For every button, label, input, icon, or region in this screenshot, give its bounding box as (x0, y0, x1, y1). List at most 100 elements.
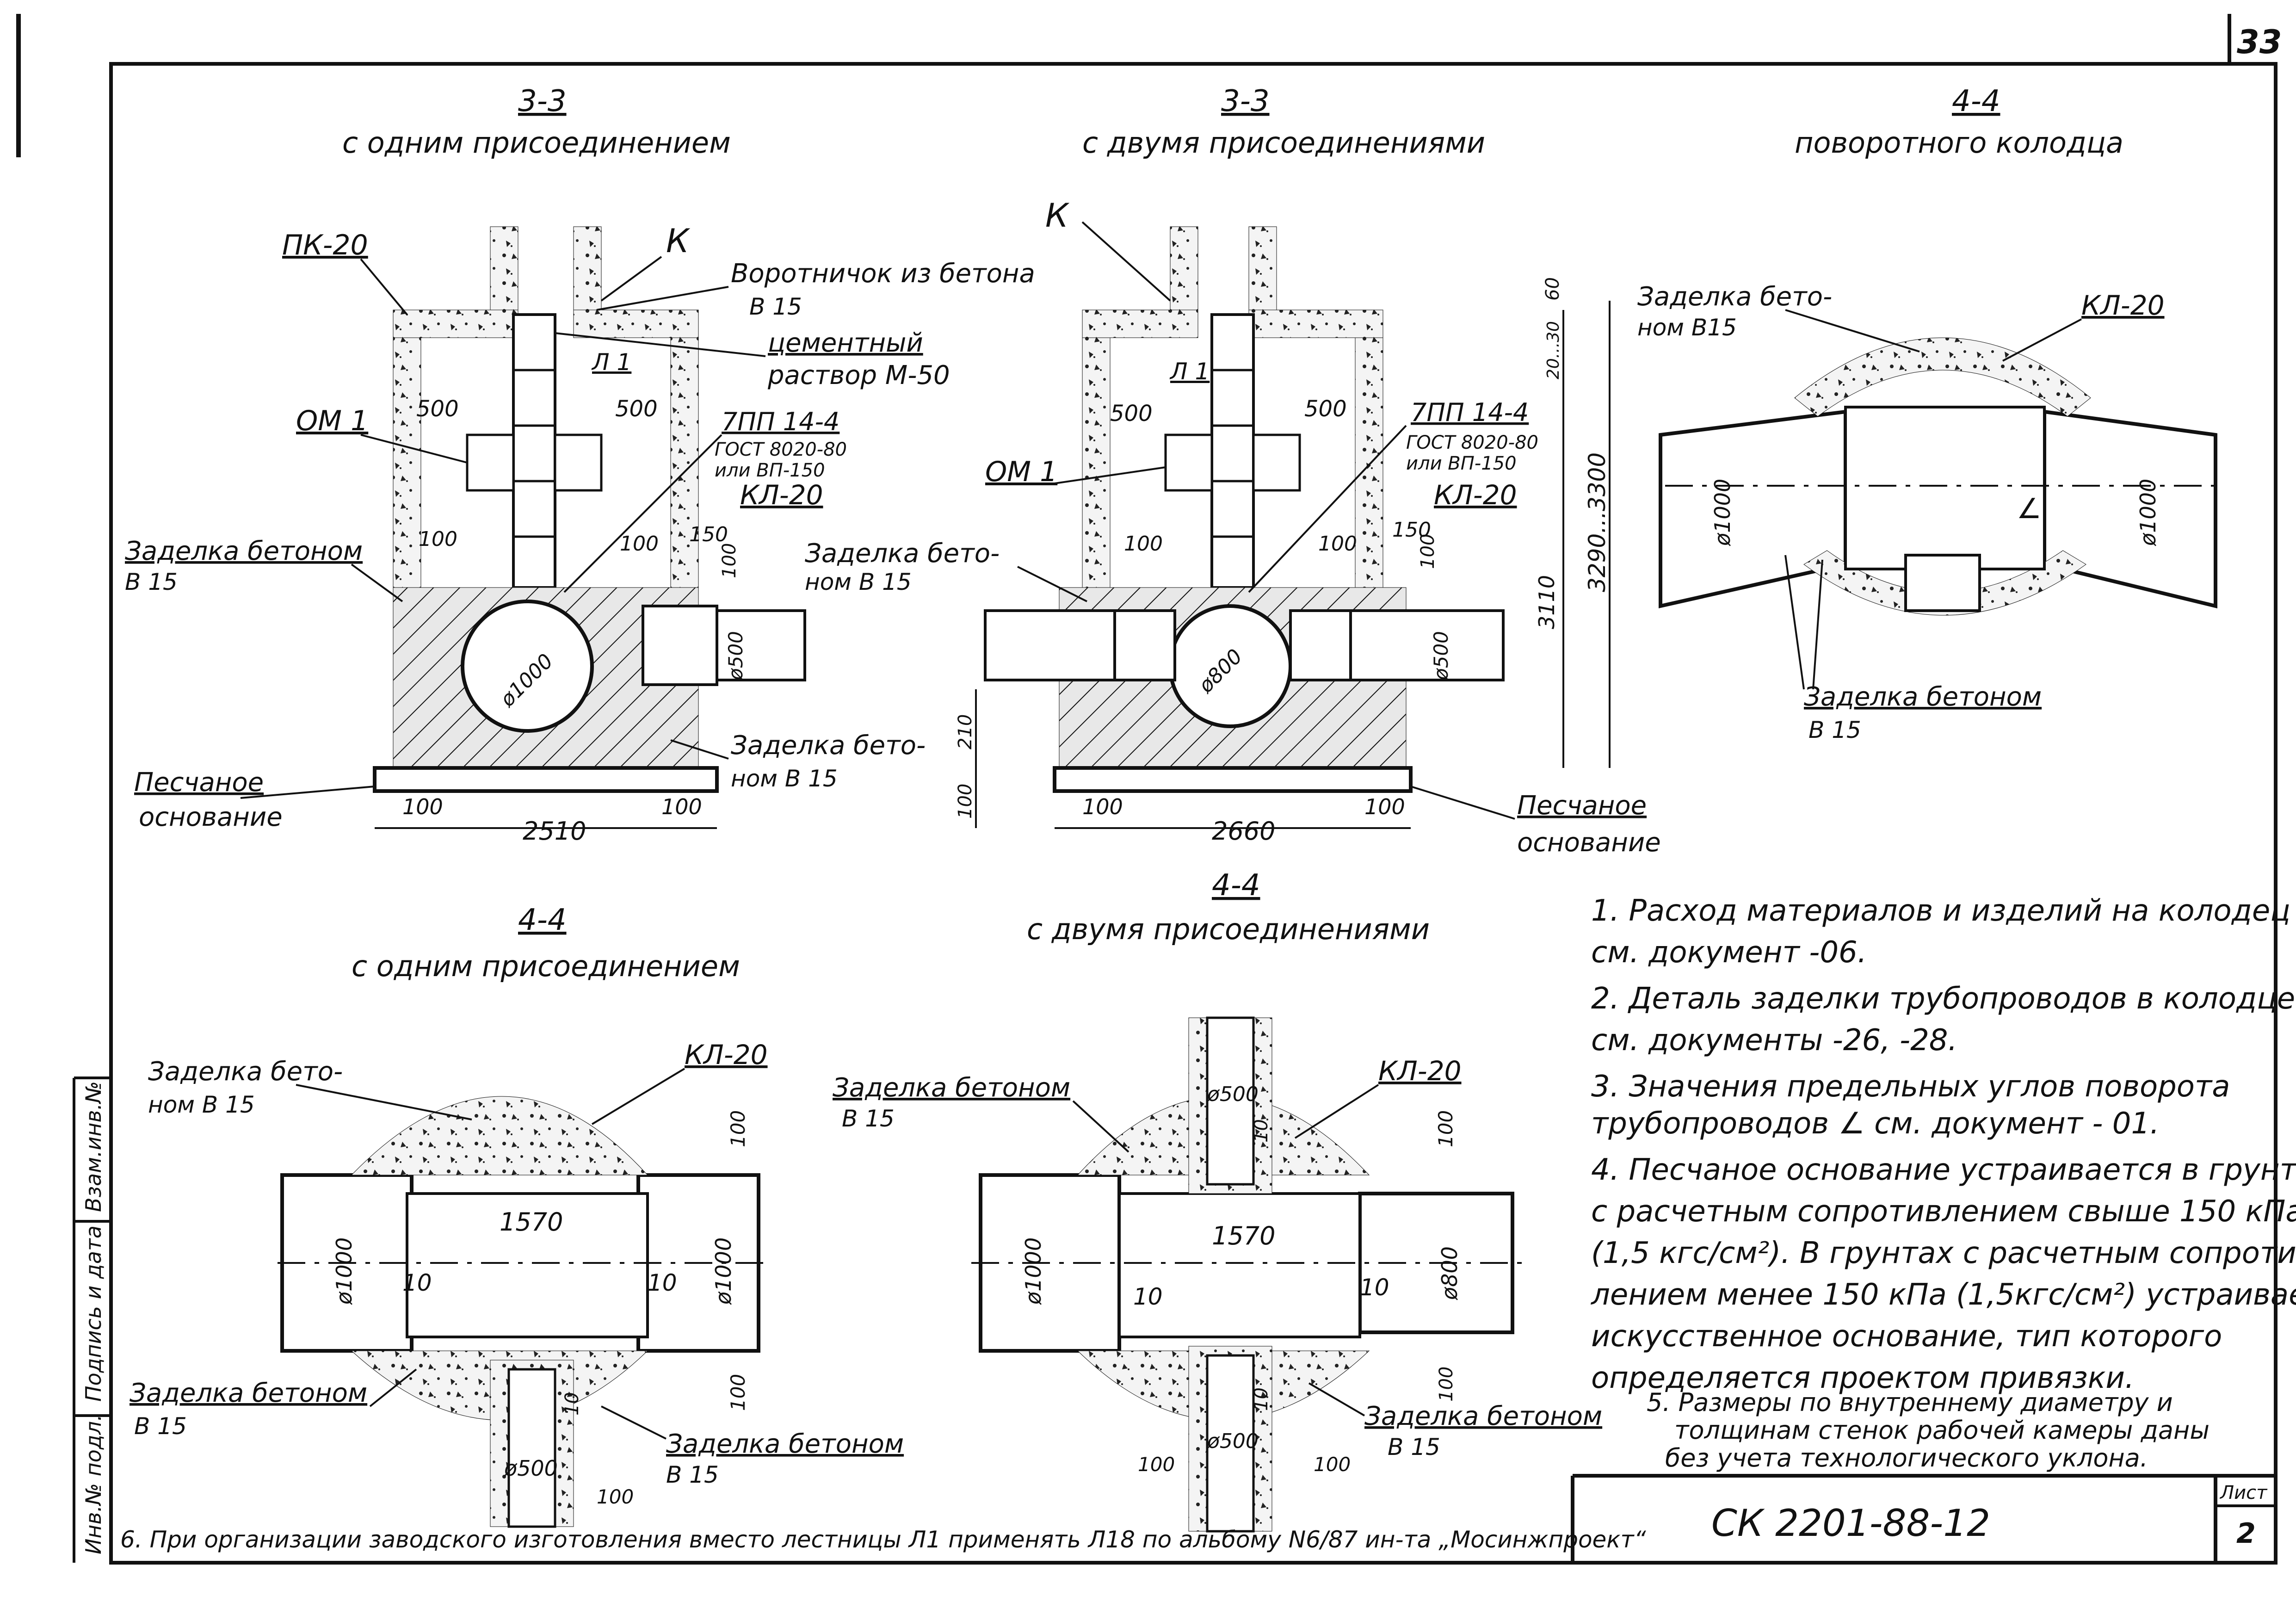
dim-base-100-left: 100 (1082, 794, 1123, 819)
dim-bot-branch: ø500 (1207, 1429, 1259, 1453)
dim-wall-right: 10 (648, 1269, 677, 1296)
dim-bot-100-right: 100 (1314, 1453, 1351, 1476)
note-line-12: определяется проектом привязки. (1591, 1361, 2134, 1395)
label-kl: КЛ-20 (685, 1039, 768, 1070)
section-mark: 4-4 (1212, 868, 1260, 903)
dim-base-100-right: 100 (1364, 794, 1405, 819)
label-seal-1: Заделка бето- (805, 538, 1000, 569)
sheet-label: Лист (2219, 1482, 2268, 1503)
dim-500-left: 500 (1110, 401, 1153, 427)
dim-base-100-right: 100 (661, 794, 702, 819)
label-seal-left: Заделка бетоном (130, 1378, 367, 1408)
view-section-3-3-one: 3-3 с одним присоединением ПК-20 К Воро (125, 84, 1035, 846)
stamp-col-1: Инв.№ подл. (81, 1414, 106, 1554)
dim-500-left: 500 (416, 396, 459, 422)
dim-h100: 100 (955, 784, 976, 819)
view-subtitle: с двумя присоединениями (1027, 912, 1430, 946)
dim-pipe-side: ø500 (724, 631, 747, 681)
footnote: 6. При организации заводского изготовлен… (120, 1526, 1647, 1553)
dim-h210: 210 (955, 714, 976, 749)
dim-base-width: 2660 (1212, 817, 1275, 846)
view-section-4-4-two: 4-4 с двумя присоединениями Заделка бето… (833, 868, 1602, 1533)
section-mark: 3-3 (1221, 84, 1270, 118)
notes-block: 1. Расход материалов и изделий на колоде… (1590, 894, 2296, 1473)
dim-wall-left: 10 (1133, 1283, 1163, 1310)
dim-100-v: 100 (719, 543, 740, 578)
label-seal-right: Заделка бетоном (666, 1429, 904, 1459)
view-subtitle: с одним присоединением (342, 126, 731, 160)
label-pk: ПК-20 (282, 229, 368, 261)
view-section-4-4-one: 4-4 с одним присоединением Заделка бето-… (130, 903, 904, 1528)
sheet-number: 2 (2236, 1517, 2256, 1550)
view-subtitle: поворотного колодца (1795, 126, 2123, 160)
dim-500-right: 500 (615, 396, 658, 422)
dim-pipe-right: ø800 (1437, 1246, 1462, 1300)
label-l1: Л 1 (1169, 358, 1210, 385)
label-slab-2: ГОСТ 8020-80 (715, 439, 847, 460)
label-slab-2: ГОСТ 8020-80 (1406, 432, 1538, 453)
dim-bot-100: 100 (727, 1374, 749, 1411)
label-kl: КЛ-20 (1378, 1055, 1462, 1087)
document-code: СК 2201-88-12 (1711, 1502, 1990, 1545)
view-subtitle: с двумя присоединениями (1082, 126, 1485, 160)
label-sand-2: основание (139, 802, 283, 832)
label-kl: КЛ-20 (740, 479, 823, 511)
dim-top-10: 10 (1251, 1119, 1272, 1143)
title-block: СК 2201-88-12 Лист 2 (1571, 1474, 2276, 1563)
note-line-7: 4. Песчаное основание устраивается в гру… (1591, 1153, 2296, 1187)
dim-h3290: 3290...3300 (1584, 452, 1611, 592)
dim-top-branch: ø500 (1207, 1083, 1259, 1106)
label-k: К (1045, 197, 1070, 235)
sheet-frame: 33 (16, 14, 2282, 1565)
label-seal-top-1: Заделка бето- (148, 1057, 343, 1087)
dim-base-width: 2510 (523, 817, 586, 846)
section-mark: 4-4 (1952, 84, 2000, 118)
label-seal-top-2: ном В15 (1637, 314, 1737, 341)
dim-500-right: 500 (1304, 396, 1347, 422)
label-collar: Воротничок из бетона (731, 259, 1035, 289)
dim-100-left: 100 (419, 527, 457, 551)
note-line-4: см. документы -26, -28. (1591, 1023, 1957, 1058)
dim-wall-left: 10 (402, 1269, 432, 1296)
page-number: 33 (2237, 23, 2282, 61)
dim-h20-30: 20...30 (1544, 321, 1563, 379)
label-kl: КЛ-20 (1434, 479, 1517, 511)
label-seal-bottom-grade: В 15 (1808, 717, 1861, 743)
note-line-2: см. документ -06. (1591, 935, 1867, 970)
dim-top-100: 100 (1434, 1110, 1457, 1147)
label-om: ОМ 1 (985, 456, 1057, 488)
label-k: К (666, 222, 691, 260)
label-om: ОМ 1 (296, 405, 368, 437)
dim-100-v: 100 (1417, 534, 1438, 569)
dim-100-left: 100 (1124, 532, 1163, 556)
label-slab-1: 7ПП 14-4 (722, 407, 839, 436)
stamp-strip: Взам.инв.№ Подпись и дата Инв.№ подл. (73, 1077, 112, 1563)
section-mark: 3-3 (518, 84, 567, 118)
note-line-11: искусственное основание, тип которого (1591, 1319, 2222, 1354)
dim-length: 1570 (500, 1207, 563, 1237)
dim-h60: 60 (1542, 277, 1563, 301)
label-seal-left-grade: В 15 (125, 569, 178, 595)
dim-branch: ø500 (504, 1456, 558, 1481)
dim-150: 150 (689, 523, 728, 546)
dim-branch-100: 100 (597, 1485, 634, 1508)
label-sand-2: основание (1517, 828, 1661, 858)
note-line-14: толщинам стенок рабочей камеры даны (1674, 1416, 2210, 1445)
dim-length: 1570 (1212, 1221, 1275, 1250)
view-section-3-3-two: 3-3 с двумя присоединениями К Л 1 ОМ 1 7 (805, 84, 1661, 858)
dim-bot-10: 10 (1251, 1387, 1272, 1411)
label-mortar-1: цементный (768, 328, 923, 358)
label-alpha: ∠ (2017, 493, 2042, 525)
label-slab-1: 7ПП 14-4 (1411, 398, 1529, 427)
stamp-col-3: Взам.инв.№ (81, 1081, 106, 1212)
label-seal-right-grade: В 15 (666, 1461, 719, 1488)
dim-base-100-left: 100 (402, 794, 443, 819)
view-section-4-4-turn: 4-4 поворотного колодца Заделка бето- но… (1637, 84, 2220, 743)
label-seal-bottom-2: ном В 15 (731, 765, 838, 792)
label-seal-left: Заделка бетоном (125, 536, 363, 566)
dim-branch-10: 10 (562, 1392, 583, 1416)
label-seal-top-2: ном В 15 (148, 1091, 255, 1118)
dim-100-right: 100 (1318, 532, 1357, 556)
dim-pipe-right: ø1000 (2136, 479, 2160, 546)
